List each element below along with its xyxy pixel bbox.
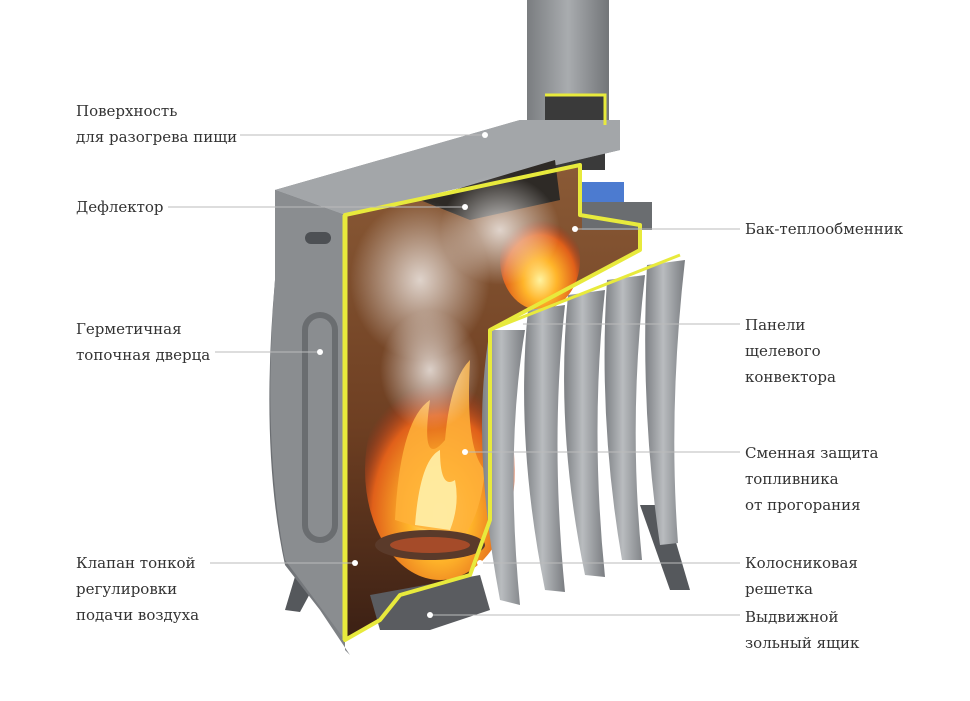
label-convector-panels: Панели щелевого конвектора <box>745 316 836 386</box>
cut-outline <box>342 93 681 642</box>
label-grate: Колосниковая решетка <box>745 554 858 598</box>
label-firebox-protection: Сменная защита топливника от прогорания <box>745 444 879 514</box>
smoke <box>350 175 560 430</box>
leader-dots <box>317 132 578 618</box>
label-door: Герметичная топочная дверца <box>76 320 211 364</box>
label-deflector: Дефлектор <box>76 198 164 216</box>
door-handle <box>302 312 338 543</box>
convector-panels <box>482 260 685 605</box>
ash-drawer <box>370 575 490 630</box>
embers <box>375 530 485 560</box>
label-ash-drawer: Выдвижной зольный ящик <box>745 608 860 652</box>
emblem-badge <box>305 232 331 244</box>
leader-lines <box>168 134 740 616</box>
label-air-valve: Клапан тонкой регулировки подачи воздуха <box>76 554 200 624</box>
label-heat-tank: Бак-теплообменник <box>745 220 904 238</box>
heat-exchanger-tank <box>582 182 652 230</box>
label-cooking-surface: Поверхность для разогрева пищи <box>76 102 238 146</box>
